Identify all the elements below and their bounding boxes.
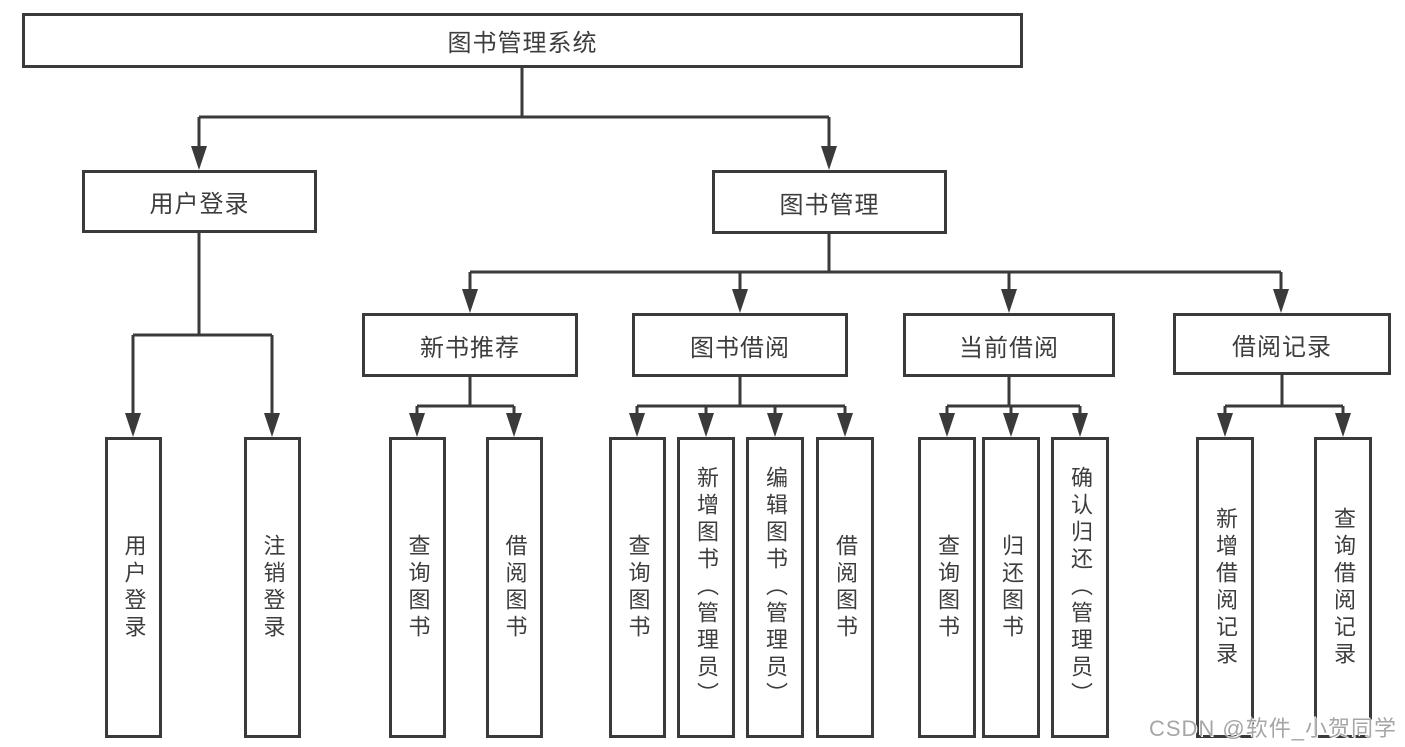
leaf-query-book-borrow: 查询图书 (609, 437, 666, 738)
leaf-borrow-book: 借阅图书 (816, 437, 874, 738)
node-label: 当前借阅 (959, 334, 1059, 362)
node-label: 图书借阅 (690, 334, 790, 362)
leaf-borrow-book-recommend: 借阅图书 (486, 437, 543, 738)
node-user-login: 用户登录 (82, 170, 317, 233)
leaf-label: 归还图书 (999, 533, 1024, 642)
leaf-user-login: 用户登录 (105, 437, 162, 738)
node-label: 用户登录 (149, 191, 250, 218)
leaf-logout: 注销登录 (244, 437, 301, 738)
node-new-book-recommend: 新书推荐 (362, 313, 578, 377)
leaf-add-book-admin: 新增图书（管理员） (677, 437, 735, 738)
leaf-label: 查询图书 (935, 533, 960, 642)
leaf-edit-book-admin: 编辑图书（管理员） (746, 437, 804, 738)
leaf-return-book: 归还图书 (982, 437, 1040, 738)
leaf-label: 借阅图书 (833, 533, 858, 642)
node-current-borrow: 当前借阅 (903, 313, 1115, 377)
leaf-label: 查询图书 (625, 533, 651, 642)
leaf-label: 确认归还（管理员） (1068, 466, 1093, 709)
node-label: 图书管理 (779, 191, 880, 219)
node-label: 图书管理系统 (447, 30, 598, 57)
leaf-label: 新增图书（管理员） (694, 466, 719, 709)
leaf-label: 编辑图书（管理员） (763, 466, 788, 709)
leaf-label: 借阅图书 (502, 533, 528, 642)
leaf-label: 查询图书 (405, 533, 431, 642)
leaf-label: 新增借阅记录 (1213, 506, 1238, 669)
node-borrow-records: 借阅记录 (1173, 313, 1391, 375)
leaf-query-book-current: 查询图书 (918, 437, 976, 738)
leaf-confirm-return-admin: 确认归还（管理员） (1051, 437, 1109, 738)
leaf-label: 注销登录 (260, 533, 286, 642)
leaf-label: 查询借阅记录 (1331, 506, 1356, 669)
node-label: 新书推荐 (420, 334, 520, 362)
node-book-borrow: 图书借阅 (632, 313, 848, 377)
csdn-watermark: CSDN @软件_小贺同学 (1148, 716, 1397, 741)
leaf-add-borrow-record: 新增借阅记录 (1196, 437, 1254, 738)
node-book-management: 图书管理 (712, 170, 947, 234)
node-label: 借阅记录 (1232, 333, 1332, 361)
leaf-query-book-recommend: 查询图书 (389, 437, 446, 738)
leaf-label: 用户登录 (121, 533, 147, 642)
node-library-system: 图书管理系统 (22, 13, 1023, 68)
leaf-query-borrow-record: 查询借阅记录 (1314, 437, 1372, 738)
